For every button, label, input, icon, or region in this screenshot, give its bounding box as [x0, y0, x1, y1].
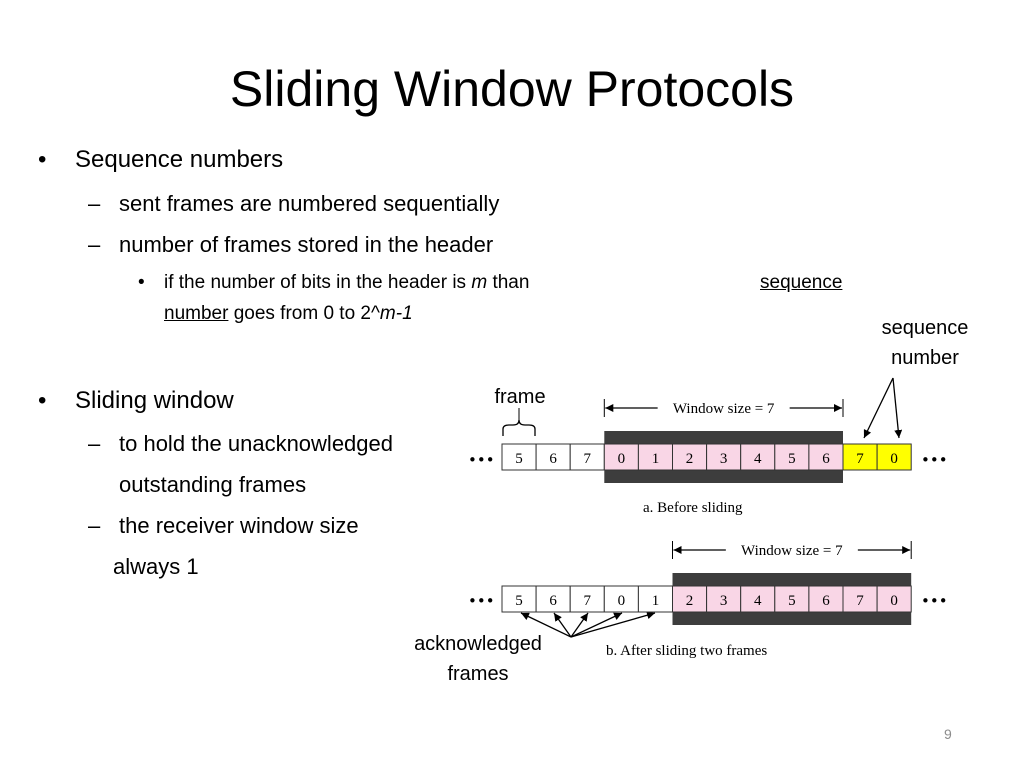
frame-number: 1 — [652, 593, 660, 609]
frame-cell-plain — [535, 585, 571, 613]
bits-text-line2: number goes from 0 to 2^m-1 — [164, 303, 413, 325]
frame-number: 2 — [686, 593, 694, 609]
frame-cell-window — [876, 585, 912, 613]
frame-number: 7 — [856, 451, 864, 467]
frame-cell-plain — [569, 443, 605, 471]
window-size-label-before: Window size = 7 — [673, 401, 775, 417]
bullet-text: Sequence numbers — [75, 146, 284, 173]
frame-number: 5 — [515, 593, 523, 609]
dash-marker: – — [88, 232, 101, 257]
ellipsis-right-before: ••• — [921, 451, 948, 469]
underlined-number: number — [164, 303, 229, 324]
frame-label: frame — [494, 386, 546, 408]
ellipsis-left-before: ••• — [468, 451, 495, 469]
frame-number: 3 — [720, 593, 728, 609]
frame-cell-window — [808, 443, 844, 471]
frame-number: 0 — [618, 451, 626, 467]
frame-cell-plain — [535, 443, 571, 471]
frame-number: 7 — [584, 451, 592, 467]
frame-number: 7 — [584, 593, 592, 609]
bits-text-part: if the number of bits in the header is — [164, 272, 472, 293]
bits-text-part: goes from 0 to 2^ — [228, 303, 380, 324]
sequence-number-label: sequence number — [860, 313, 990, 373]
frame-cell-window — [706, 585, 742, 613]
ellipsis-left-after: ••• — [468, 592, 495, 610]
ack-arrow-2 — [553, 612, 572, 638]
caption-after-sliding: b. After sliding two frames — [606, 643, 767, 659]
frame-cell-window — [706, 443, 742, 471]
dash-marker: – — [88, 191, 101, 216]
sub-bullet-text: number of frames stored in the header — [119, 232, 494, 257]
acknowledged-frames-label-line1: acknowledged — [414, 633, 542, 655]
frame-cell-window — [740, 585, 776, 613]
dash-marker: – — [88, 431, 101, 456]
sub-bullet-marker: • — [138, 272, 145, 293]
acknowledged-frames-label-line2: frames — [447, 663, 509, 685]
frame-number: 0 — [890, 451, 898, 467]
frame-number: 6 — [822, 451, 830, 467]
frame-cell-plain — [501, 585, 537, 613]
bits-text-part: than — [487, 272, 530, 293]
frame-cell-window — [672, 585, 708, 613]
bullet-text: Sliding window — [75, 387, 234, 414]
sub-bullet-outstanding: outstanding frames — [119, 472, 307, 497]
bullet-marker: • — [38, 387, 47, 414]
frame-number: 0 — [618, 593, 626, 609]
ack-arrow-4 — [570, 612, 623, 638]
sequence-arrow-left — [863, 377, 894, 439]
window-label-bg-after — [725, 541, 858, 559]
ack-arrow-1 — [520, 612, 572, 638]
sequence-arrow-right — [892, 377, 903, 439]
sequence-number-label-line2: number — [891, 347, 959, 369]
frame-brace — [502, 419, 536, 436]
frame-number: 6 — [822, 593, 830, 609]
frame-number: 0 — [890, 593, 898, 609]
frame-number: 4 — [754, 593, 762, 609]
sub-bullet-text: the receiver window size — [119, 513, 359, 538]
frame-number: 5 — [515, 451, 523, 467]
bits-text-line1: if the number of bits in the header is m… — [164, 272, 529, 294]
frame-number: 2 — [686, 451, 694, 467]
frame-number: 3 — [720, 451, 728, 467]
frame-number: 6 — [549, 451, 557, 467]
window-label-bg-before — [657, 399, 790, 417]
frame-number: 1 — [652, 451, 660, 467]
slide-title: Sliding Window Protocols — [229, 61, 795, 117]
underlined-sequence: sequence — [760, 272, 843, 293]
frame-cell-window — [774, 585, 810, 613]
ack-arrow-5 — [570, 611, 656, 638]
frame-cell-window — [672, 443, 708, 471]
sub-bullet-text: to hold the unacknowledged — [119, 431, 393, 456]
frame-number: 6 — [549, 593, 557, 609]
frame-cell-highlight — [876, 443, 912, 471]
frame-number: 4 — [754, 451, 762, 467]
frame-number: 5 — [788, 451, 796, 467]
sequence-number-label-line1: sequence — [881, 317, 969, 339]
var-m: m — [471, 272, 488, 293]
bullet-marker: • — [38, 146, 47, 173]
caption-before-sliding: a. Before sliding — [643, 500, 743, 516]
window-size-label-after: Window size = 7 — [741, 543, 843, 559]
frame-cell-window — [774, 443, 810, 471]
frame-number: 5 — [788, 593, 796, 609]
frame-number: 7 — [856, 593, 864, 609]
frame-cell-window — [740, 443, 776, 471]
frames-after-sliding: 5 6 7 0 1 2 3 4 5 6 7 0 Window size = 7 b. After sl… — [468, 541, 948, 659]
var-m-minus-1: m-1 — [379, 303, 413, 324]
frame-cell-window — [808, 585, 844, 613]
sub-bullet-always-1: always 1 — [113, 554, 199, 579]
sub-bullet-text: sent frames are numbered sequentially — [119, 191, 500, 216]
acknowledged-frames-label: acknowledged frames — [393, 629, 563, 689]
dash-marker: – — [88, 513, 101, 538]
frame-cell-plain — [501, 443, 537, 471]
frames-before-sliding: 5 6 7 0 1 2 3 4 5 6 7 0 Window size = 7 a. Before s… — [468, 399, 948, 516]
ack-arrow-3 — [570, 612, 589, 638]
ellipsis-right-after: ••• — [921, 592, 948, 610]
frame-cell-plain — [603, 585, 639, 613]
page-number: 9 — [944, 726, 952, 742]
